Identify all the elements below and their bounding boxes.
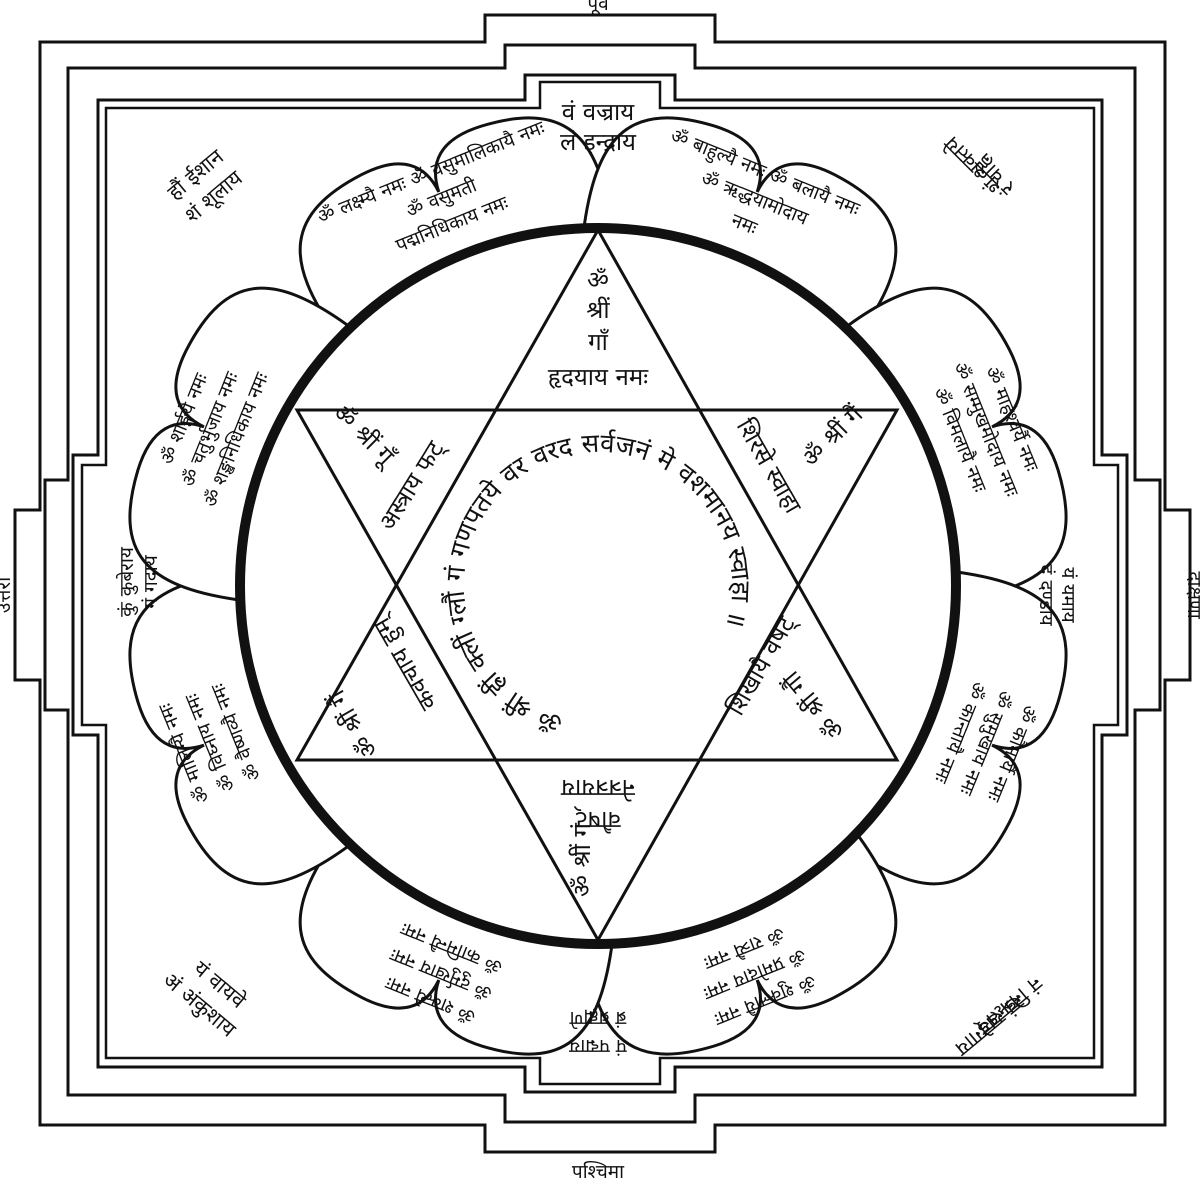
petal-bottom-right: ॐ शुक्लायै नमःॐ प्रमोदाय नमःॐ रात्र्यै न… xyxy=(582,835,898,1056)
gate-east-line-2: लं इन्द्राय xyxy=(560,128,637,156)
tri-top-line-4: हृदयाय नमः xyxy=(548,363,649,391)
tri-top-line-3: गाँ xyxy=(588,328,610,356)
direction-west: पश्चिमा xyxy=(572,1160,625,1183)
direction-east: पूर्व xyxy=(587,0,609,16)
petal-outline xyxy=(847,570,1068,886)
petal-outline xyxy=(298,835,614,1056)
triangle-bottom-text: नेत्रत्रयाय वौषट् ॐ श्रीं गं xyxy=(560,774,635,897)
direction-north: उत्तरा xyxy=(0,576,15,613)
petal-left-lower: ॐ मालिन्यै नमःॐ विघ्नाय नमःॐ वैष्णव्यै न… xyxy=(128,570,349,886)
gate-west-line-1: पं पद्माय xyxy=(568,1035,626,1057)
tri-top-line-1: ॐ xyxy=(587,266,609,294)
triangle-top-text: ॐ श्रीं गाँ हृदयाय नमः xyxy=(548,266,649,391)
gate-south-line-1: यं यमाय xyxy=(1057,567,1079,623)
tri-bottom-line-2: वौषट् xyxy=(573,805,621,834)
gate-east-line-1: वं वज्राय xyxy=(562,98,635,126)
gate-south-line-2: दं दण्डाय xyxy=(1035,564,1057,626)
upward-triangle xyxy=(294,226,900,762)
gate-north-line-1: कुं कुबेराय xyxy=(115,546,139,617)
petal-outline xyxy=(582,116,898,337)
gate-west-line-2: ब्रं ब्रह्मणे xyxy=(569,1007,626,1030)
petal-outline xyxy=(298,116,614,337)
inner-wall xyxy=(71,73,1129,1094)
middle-wall xyxy=(43,43,1162,1124)
petal-left-upper: ॐ शार्ङ्गयै नमःॐ चतुर्भुजाय नमःॐ शङ्खनिध… xyxy=(128,286,349,602)
tri-bottom-line-3: ॐ श्रीं गं xyxy=(568,823,596,897)
petal-outline xyxy=(847,286,1068,602)
petal-bottom-left: ॐ शक्त्यै नमःॐ दुर्मुखाय नमःॐ कामिन्यै न… xyxy=(298,835,614,1056)
tri-bottom-line-1: नेत्रत्रयाय xyxy=(560,774,635,802)
bhupura-frame xyxy=(13,13,1192,1154)
outer-wall xyxy=(13,13,1192,1154)
innermost-wall xyxy=(80,80,1120,1086)
tri-top-line-2: श्रीं xyxy=(586,296,610,324)
downward-triangle xyxy=(294,408,900,944)
petal-outline xyxy=(128,570,349,886)
petal-outline xyxy=(582,835,898,1056)
gate-north-line-2: गं गदाय xyxy=(140,554,162,608)
direction-south: दक्षिणा xyxy=(1183,571,1200,619)
petal-outline xyxy=(128,286,349,602)
